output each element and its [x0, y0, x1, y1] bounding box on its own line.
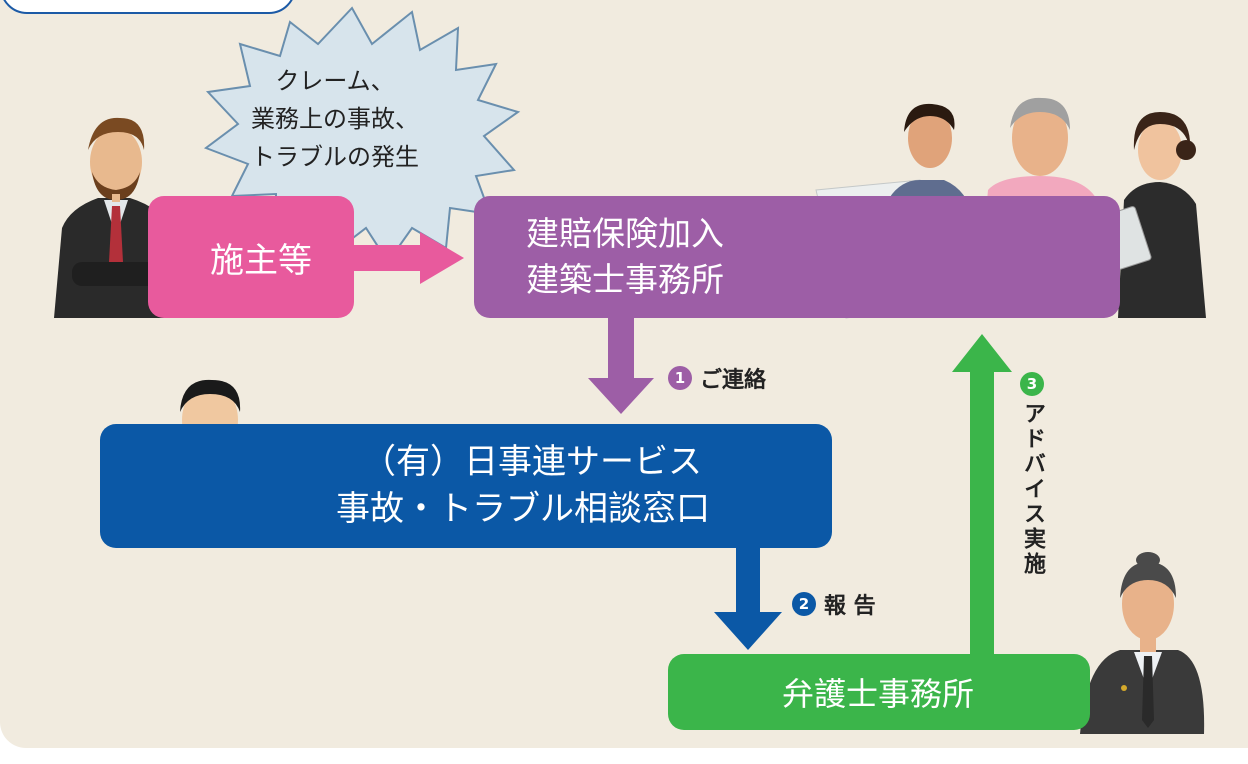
step-text: 報 告: [824, 594, 876, 619]
architect-to-consult-arrow: [588, 318, 654, 414]
incident-burst-text: クレーム、 業務上の事故、 トラブルの発生: [230, 62, 440, 176]
step-3-label: 3 アドバイス実施: [1016, 372, 1048, 577]
consult-to-lawyer-arrow: [714, 548, 782, 650]
law-office-box: 弁護士事務所: [668, 654, 1090, 730]
owner-label: 施主等: [210, 240, 312, 281]
architect-office-box: 建賠保険加入 建築士事務所: [474, 196, 1120, 318]
consult-label-line: 事故・トラブル相談窓口: [336, 489, 710, 529]
architect-label-line: 建賠保険加入: [526, 214, 724, 253]
architect-label-line: 建築士事務所: [526, 260, 724, 299]
owner-to-architect-arrow: [354, 232, 464, 284]
owner-figure: [54, 117, 178, 318]
lawyer-label: 弁護士事務所: [782, 675, 975, 713]
burst-line: トラブルの発生: [251, 143, 419, 171]
step-number-badge: 3: [1020, 372, 1044, 396]
step-text: アドバイス実施: [1020, 402, 1045, 577]
step-1-label: 1 ご連絡: [668, 362, 766, 394]
lawyer-to-architect-arrow: [952, 334, 1012, 654]
lawyer-figure: [1080, 552, 1205, 734]
consult-label-line: （有）日事連サービス: [362, 442, 702, 482]
step-number-badge: 2: [792, 592, 816, 616]
burst-line: クレーム、: [275, 67, 395, 95]
step-2-label: 2 報 告: [792, 588, 876, 620]
owner-box: 施主等: [148, 196, 354, 318]
burst-line: 業務上の事故、: [251, 105, 419, 133]
consultation-desk-box: （有）日事連サービス 事故・トラブル相談窓口: [100, 424, 832, 548]
step-number-badge: 1: [668, 366, 692, 390]
step-text: ご連絡: [700, 368, 767, 393]
